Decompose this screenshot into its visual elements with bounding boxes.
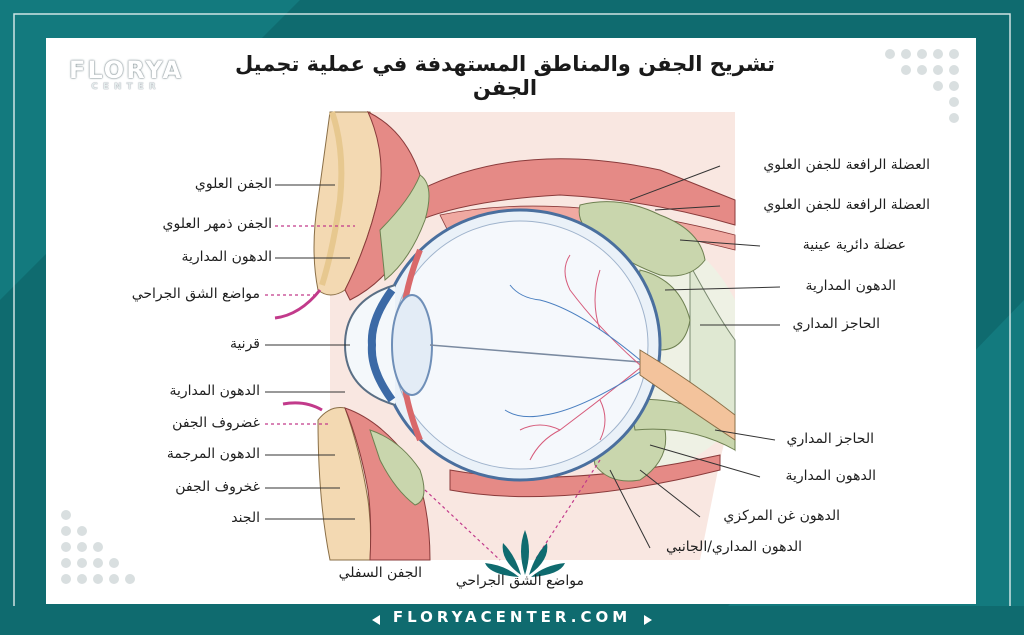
- label-skin: الجند: [231, 510, 260, 526]
- label-levator-muscle-2: العضلة الرافعة للجفن العلوي: [763, 197, 930, 213]
- label-lower-eyelid: الجفن السفلي: [338, 565, 422, 581]
- chevron-left-icon: [372, 615, 380, 625]
- label-central-fat: الدهون غن المركزي: [723, 508, 840, 524]
- label-orbicularis-muscle: عضلة دائرية عينية: [802, 237, 906, 253]
- label-orbital-fat-upper-left: الدهون المدارية: [181, 249, 272, 265]
- label-levator-muscle-1: العضلة الرافعة للجفن العلوي: [763, 157, 930, 173]
- brand-logo: FLORYA CENTER: [66, 56, 186, 92]
- label-orbital-fat-lower-right: الدهون المدارية: [785, 468, 876, 484]
- label-orbital-fat-upper-right: الدهون المدارية: [805, 278, 896, 294]
- label-tarsal-plate-2: غخروف الجفن: [175, 479, 260, 495]
- label-upper-eyelid-crease: الجفن ذمهر العلوي: [162, 216, 272, 232]
- label-orbital-septum-upper: الحاجز المداري: [792, 316, 881, 332]
- label-orbital-fat-lower-left: الدهون المدارية: [169, 383, 260, 399]
- decorative-dots-top-right: [885, 49, 959, 123]
- chevron-right-icon: [644, 615, 652, 625]
- label-tarsal-plate-1: غضروف الجفن: [172, 415, 260, 431]
- label-cornea: قرنية: [229, 336, 260, 352]
- label-lateral-fat: الدهون المداري/الجانبي: [665, 539, 802, 555]
- footer-url: FLORYACENTER.COM: [392, 608, 632, 626]
- label-orbital-septum-lower: الحاجز المداري: [786, 431, 875, 447]
- label-incision-sites-upper: مواضع الشق الجراحي: [131, 286, 260, 302]
- brand-name: FLORYA: [68, 56, 184, 84]
- label-upper-eyelid: الجفن العلوي: [194, 176, 272, 192]
- lotus-logo-icon: [485, 530, 565, 577]
- label-herniated-fat: الدهون المرجمة: [166, 446, 260, 462]
- page-title: تشريح الجفن والمناطق المستهدفة في عملية …: [234, 52, 776, 100]
- footer-bar: [0, 606, 1024, 635]
- brand-sub: CENTER: [91, 82, 161, 92]
- decorative-dots-bottom-left: [61, 510, 135, 584]
- label-incision-sites-lower: مواضع الشق الجراحي: [455, 573, 584, 589]
